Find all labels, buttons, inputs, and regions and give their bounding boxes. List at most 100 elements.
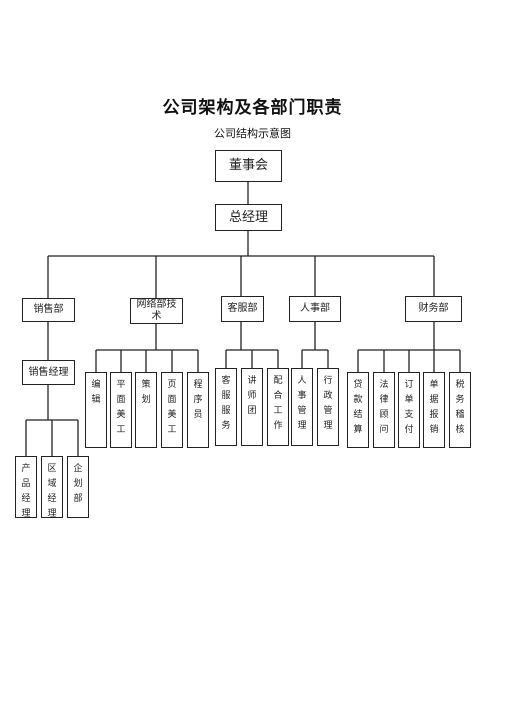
node-label: 贷款结算 [348,378,368,438]
node-char: 稽 [455,410,465,420]
node-char: 员 [193,410,203,420]
node-customer-service: 客服服务 [215,368,237,446]
node-graphic-art: 平面美工 [110,372,132,448]
node-char: 划 [141,395,151,405]
node-label: 客服服务 [216,374,236,434]
node-label: 税务稽核 [450,378,470,438]
node-char: 结 [353,410,363,420]
node-label: 区域经理 [42,462,62,522]
node-label: 企划部 [68,462,88,507]
node-char: 美 [116,410,126,420]
node-char: 团 [247,406,257,416]
node-char: 工 [273,406,283,416]
node-planning-dept: 企划部 [67,456,89,518]
node-char: 美 [167,410,177,420]
node-char: 作 [273,421,283,431]
chart-title: 公司架构及各部门职责 [162,98,343,118]
node-admin-mgmt: 行政管理 [317,368,339,446]
node-char: 报 [429,410,439,420]
node-char: 务 [455,395,465,405]
node-label: 平面美工 [111,378,131,438]
node-char: 页 [167,380,177,390]
node-char: 理 [47,509,57,519]
node-char: 单 [404,395,414,405]
node-char: 事 [297,391,307,401]
node-label: 法律顾问 [374,378,394,438]
node-char: 律 [379,395,389,405]
node-programmer: 程序员 [187,372,209,448]
node-label: 行政管理 [318,374,338,434]
node-char: 师 [247,391,257,401]
node-char: 顾 [379,410,389,420]
node-label: 订单支付 [399,378,419,438]
node-char: 理 [21,509,31,519]
node-tax-audit: 税务稽核 [449,372,471,448]
node-char: 行 [323,376,333,386]
node-char: 区 [47,464,57,474]
node-sales-dept: 销售部 [22,298,75,322]
node-general-manager: 总经理 [215,204,282,231]
node-char: 编 [91,380,101,390]
node-char: 服 [221,391,231,401]
node-char: 款 [353,395,363,405]
node-regional-manager: 区域经理 [41,456,63,519]
node-char: 销 [429,425,439,435]
node-loan-settlement: 贷款结算 [347,372,369,448]
node-char: 核 [455,425,465,435]
node-char: 人 [297,376,307,386]
node-char: 单 [429,380,439,390]
node-char: 工 [116,425,126,435]
node-order-payment: 订单支付 [398,372,420,448]
node-char: 经 [21,494,31,504]
node-char: 配 [273,376,283,386]
node-finance-dept: 财务部 [405,296,462,322]
node-lecturer-team: 讲师团 [241,368,263,446]
node-char: 经 [47,494,57,504]
node-char: 辑 [91,395,101,405]
node-char: 务 [221,421,231,431]
node-planning: 策划 [135,372,157,448]
node-char: 面 [116,395,126,405]
node-char: 理 [323,421,333,431]
node-char: 划 [73,479,83,489]
node-char: 订 [404,380,414,390]
node-char: 问 [379,425,389,435]
node-char: 服 [221,406,231,416]
node-char: 贷 [353,380,363,390]
node-board: 董事会 [215,150,282,182]
node-service-dept: 客服部 [221,296,264,322]
node-char: 品 [21,479,31,489]
node-label: 页面美工 [162,378,182,438]
node-label: 单据报销 [424,378,444,438]
node-char: 面 [167,395,177,405]
node-product-manager: 产品经理 [15,456,37,519]
node-char: 法 [379,380,389,390]
node-char: 管 [323,406,333,416]
node-char: 合 [273,391,283,401]
node-reimbursement: 单据报销 [423,372,445,448]
node-char: 税 [455,380,465,390]
node-char: 产 [21,464,31,474]
node-coordination: 配合工作 [267,368,289,446]
node-label: 人事管理 [292,374,312,434]
node-label: 产品经理 [16,462,36,522]
node-sales-manager: 销售经理 [22,360,75,385]
node-personnel-mgmt: 人事管理 [291,368,313,446]
node-char: 客 [221,376,231,386]
node-char: 算 [353,425,363,435]
node-char: 工 [167,425,177,435]
node-editor: 编辑 [85,372,107,448]
node-char: 序 [193,395,203,405]
node-char: 据 [429,395,439,405]
node-network-dept: 网络部技术 [130,298,183,324]
node-char: 理 [297,421,307,431]
node-legal-advisor: 法律顾问 [373,372,395,448]
node-char: 讲 [247,376,257,386]
node-char: 程 [193,380,203,390]
node-label: 配合工作 [268,374,288,434]
node-label: 讲师团 [242,374,262,419]
node-char: 域 [47,479,57,489]
node-char: 平 [116,380,126,390]
node-label: 编辑 [86,378,106,408]
